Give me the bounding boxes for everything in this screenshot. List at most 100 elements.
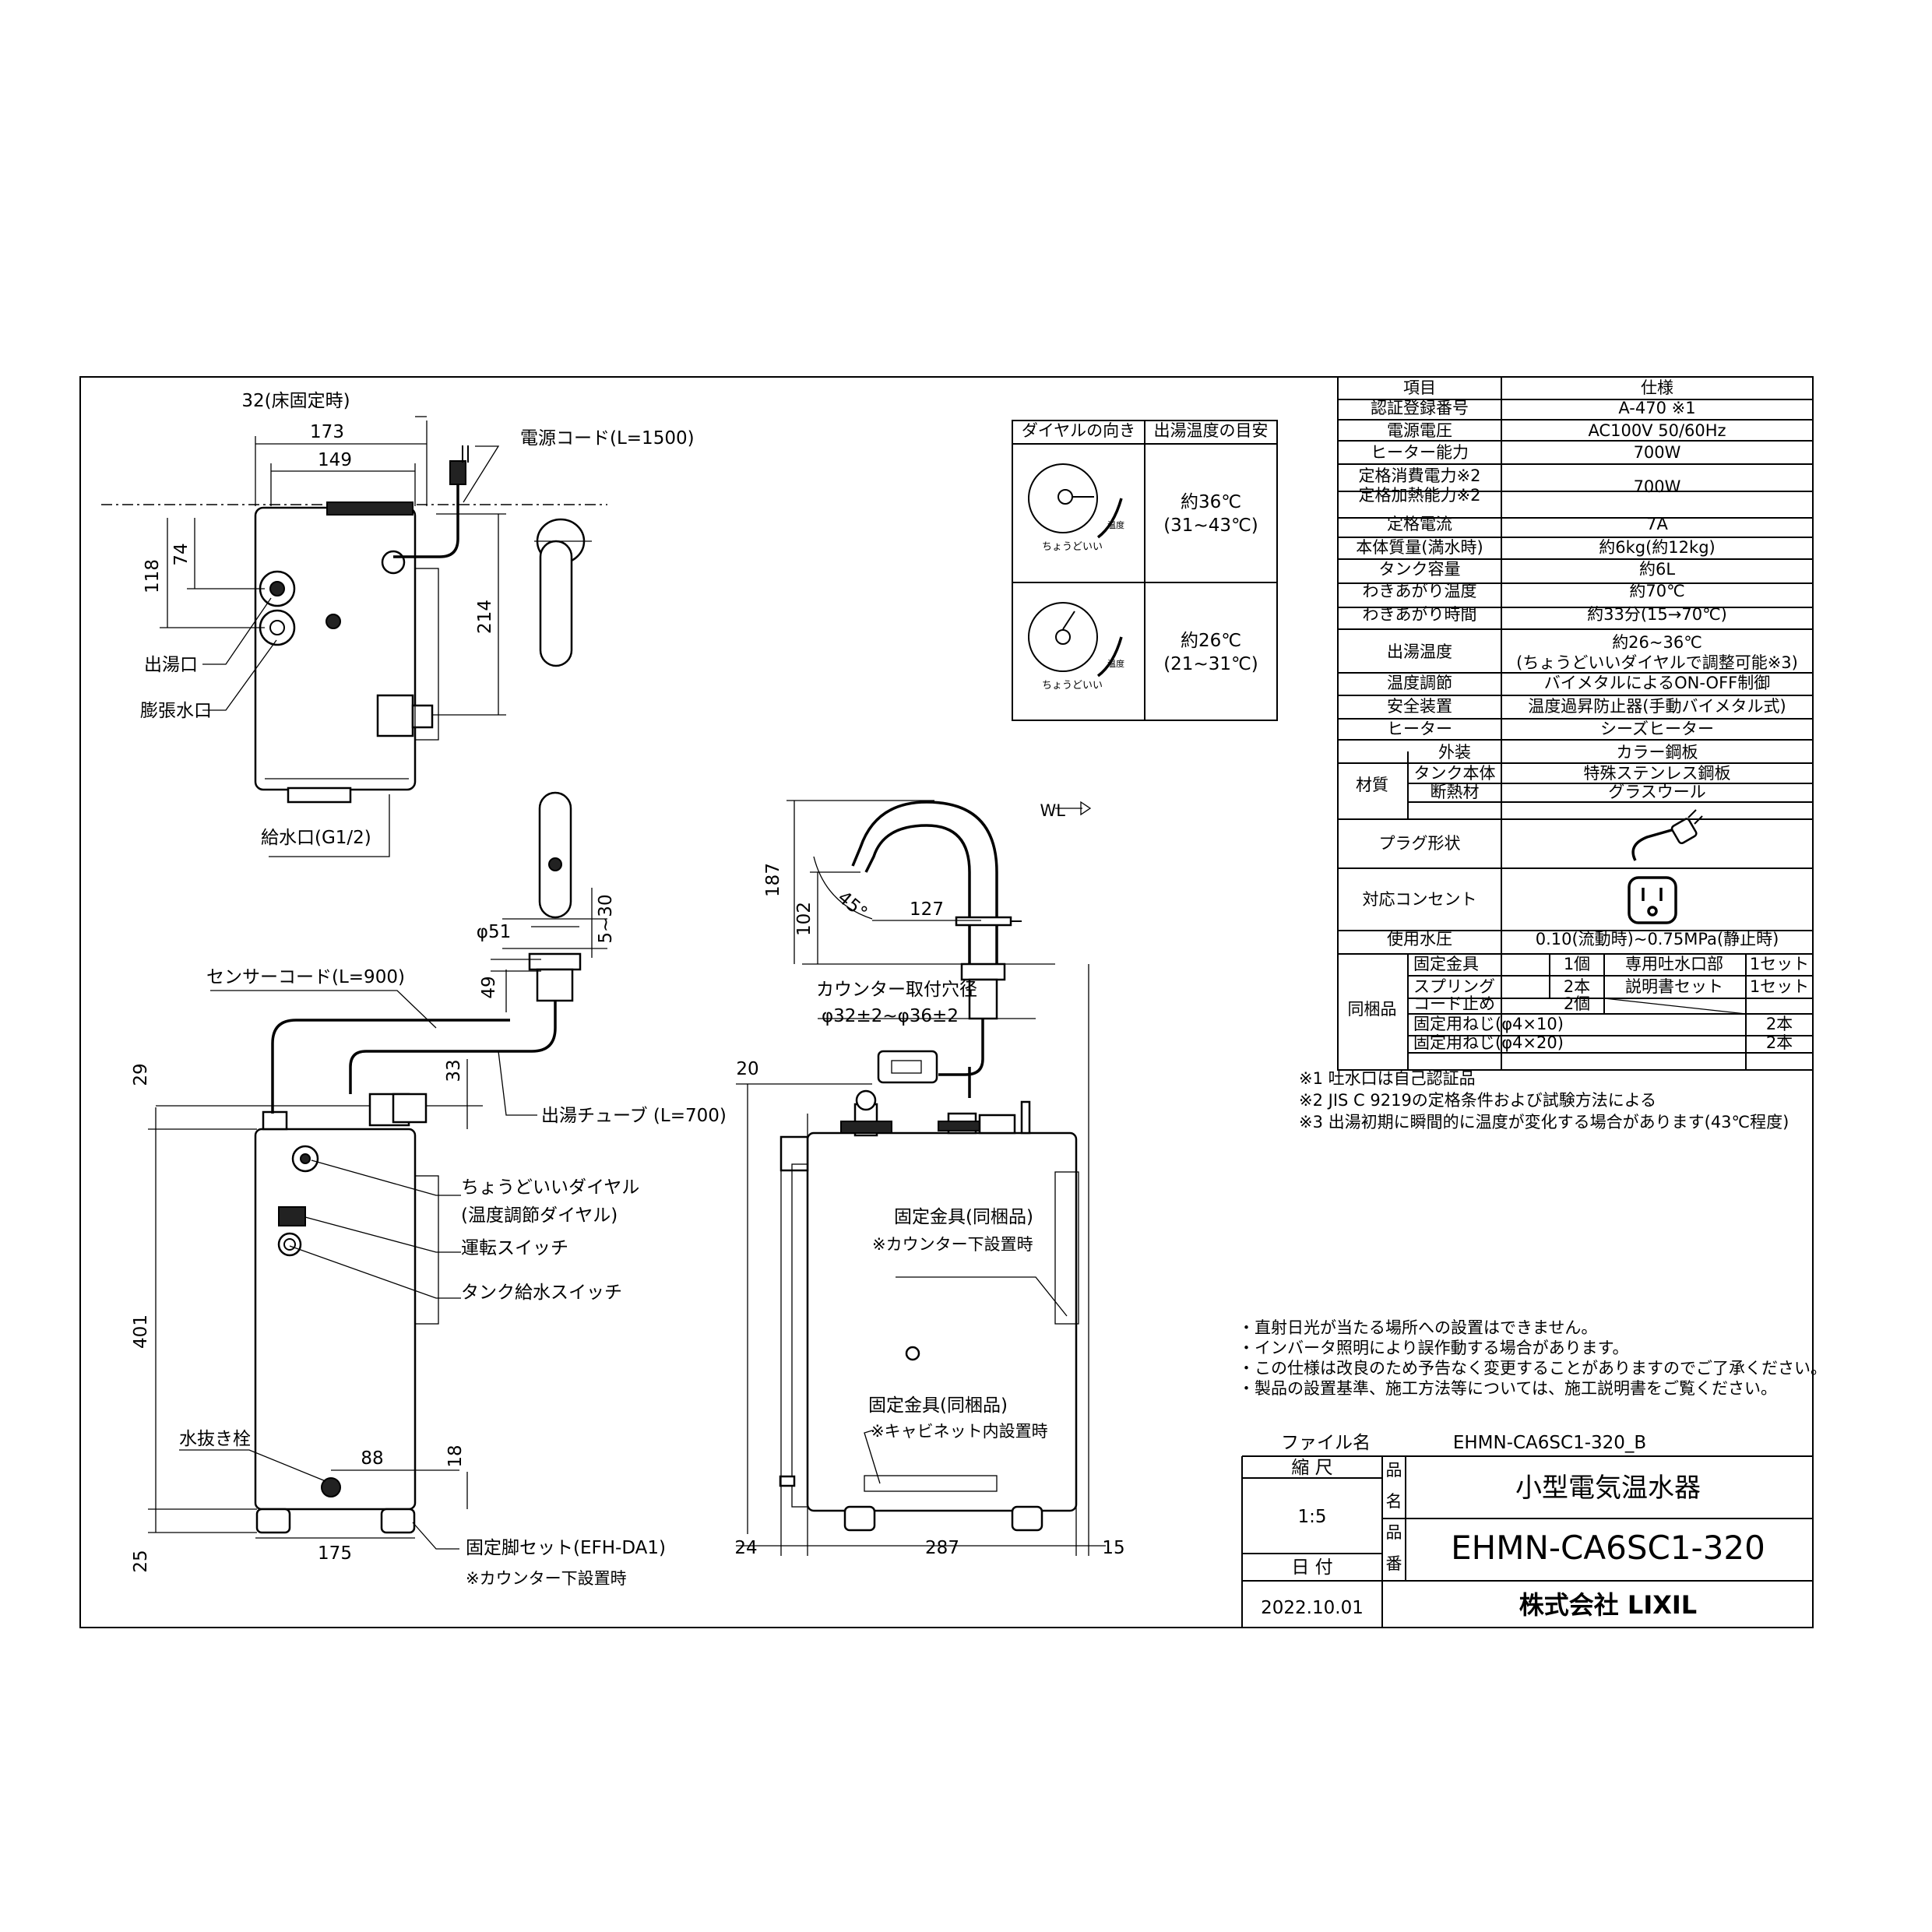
outlet-shape-icon — [1628, 876, 1677, 924]
label-counter-hole-2: φ32±2~φ36±2 — [822, 1006, 959, 1026]
foot-right — [380, 1508, 416, 1534]
material-item: タンク本体 — [1414, 764, 1496, 783]
spec-item: 本体質量(満水時) — [1356, 538, 1483, 557]
included-qty-2: 1セット — [1750, 955, 1809, 973]
tank-switch-icon — [277, 1232, 302, 1257]
cord-entry-icon — [381, 550, 406, 575]
dial-table — [1012, 420, 1278, 721]
included-item: 固定用ねじ(φ4×20) — [1413, 1033, 1564, 1052]
dim-49: 49 — [479, 976, 499, 998]
ban-char: 番 — [1386, 1554, 1402, 1573]
side-view — [736, 800, 1106, 1556]
dial-head-temp: 出湯温度の目安 — [1154, 421, 1269, 440]
date-value: 2022.10.01 — [1261, 1598, 1364, 1618]
cautions: ・直射日光が当たる場所への設置はできません。・インバータ照明により誤作動する場合… — [1238, 1318, 1827, 1398]
dim-127: 127 — [910, 899, 944, 920]
power-cord-line — [393, 483, 459, 558]
spec-head-spec: 仕様 — [1641, 378, 1673, 397]
included-qty-2: 2本 — [1766, 1015, 1793, 1033]
spec-item: ヒーター能力 — [1371, 443, 1469, 462]
material-value: グラスウール — [1608, 783, 1706, 801]
included-qty: 2本 — [1564, 977, 1590, 996]
dim-74: 74 — [171, 543, 192, 565]
unit-body-front — [254, 1128, 417, 1511]
included-qty-2: 1セット — [1750, 977, 1809, 996]
plug-icon — [449, 460, 466, 485]
dim-287: 287 — [925, 1538, 959, 1558]
spec-value: 温度過昇防止器(手動バイメタル式) — [1528, 697, 1786, 716]
dial-head-direction: ダイヤルの向き — [1022, 421, 1135, 440]
spec-item: 定格消費電力※2 — [1359, 466, 1481, 485]
caution-note: ・この仕様は改良のため予告なく変更することがありますのでご了承ください。 — [1238, 1359, 1827, 1378]
label-bracket-a-2: ※カウンター下設置時 — [872, 1235, 1033, 1254]
top-cap — [326, 501, 413, 516]
material-value: カラー鋼板 — [1617, 743, 1698, 762]
label-tank-switch: タンク給水スイッチ — [461, 1283, 622, 1303]
date-label: 日 付 — [1291, 1557, 1332, 1578]
included-item: スプリング — [1413, 977, 1495, 996]
spec-value: 約70℃ — [1629, 582, 1684, 600]
file-name-value: EHMN-CA6SC1-320_B — [1453, 1433, 1646, 1453]
scale-label: 縮 尺 — [1291, 1458, 1332, 1478]
dim-29: 29 — [131, 1063, 151, 1086]
sensor-cord-line — [271, 1019, 510, 1114]
hot-tube-line — [349, 1001, 557, 1094]
label-dial-1: ちょうどいいダイヤル — [461, 1177, 639, 1198]
bracket-a-plate — [1054, 1171, 1079, 1325]
dim-32: 32(床固定時) — [241, 391, 350, 411]
hin-char-2: 品 — [1386, 1523, 1402, 1542]
dim-20: 20 — [736, 1059, 758, 1079]
dial-icon-text-2: ちょうどいい — [1042, 680, 1103, 692]
dial-icon-2 — [1028, 602, 1098, 672]
spec-outlet-temp-1: 約26~36℃ — [1612, 633, 1702, 652]
spec-rows-2: 温度調節バイメタルによるON-OFF制御安全装置温度過昇防止器(手動バイメタル式… — [1387, 674, 1786, 738]
spec-value: 約6L — [1639, 560, 1675, 579]
label-sensor-cord: センサーコード(L=900) — [206, 967, 405, 987]
dim-33: 33 — [444, 1059, 464, 1082]
foot-left — [255, 1508, 291, 1534]
switch-icon — [326, 614, 341, 629]
spec-value: 700W — [1634, 443, 1681, 462]
spec-value: シーズヒーター — [1600, 720, 1714, 738]
included-item-2: 専用吐水口部 — [1625, 955, 1723, 973]
dim-45: 45° — [834, 888, 871, 924]
dial-icon-temp-1: 温度 — [1107, 519, 1124, 530]
spec-value: 約6kg(約12kg) — [1599, 538, 1715, 557]
dim-175: 175 — [318, 1543, 352, 1564]
faucet-gooseneck — [864, 824, 971, 964]
footnotes: ※1 吐水口は自己認証品※2 JIS C 9219の定格条件および試験方法による… — [1299, 1069, 1789, 1131]
label-run-switch: 運転スイッチ — [461, 1238, 568, 1258]
spec-item: わきあがり時間 — [1363, 605, 1477, 624]
front-view — [148, 791, 607, 1550]
included-item: 固定用ねじ(φ4×10) — [1413, 1015, 1564, 1033]
dim-24: 24 — [734, 1538, 757, 1558]
label-foot-set: 固定脚セット(EFH-DA1) — [466, 1538, 666, 1558]
spec-item: 電源電圧 — [1387, 421, 1452, 440]
scale-value: 1:5 — [1297, 1507, 1326, 1527]
label-expansion-port: 膨張水口 — [140, 701, 212, 721]
material-value: 特殊ステンレス鋼板 — [1584, 764, 1731, 783]
dim-149: 149 — [318, 450, 352, 470]
spec-item: 安全装置 — [1387, 697, 1452, 716]
included-item-2: 説明書セット — [1625, 977, 1723, 996]
material-item: 外装 — [1438, 743, 1471, 762]
supply-fitting — [376, 694, 414, 737]
dim-187: 187 — [763, 863, 783, 897]
included-item: コード止め — [1413, 994, 1495, 1013]
included-qty-2: 2本 — [1766, 1033, 1793, 1052]
expansion-port-icon — [259, 609, 296, 646]
product-name: 小型電気温水器 — [1515, 1473, 1701, 1504]
spec-value: バイメタルによるON-OFF制御 — [1544, 674, 1770, 692]
included-qty: 2個 — [1564, 994, 1590, 1013]
spec-item: わきあがり温度 — [1363, 582, 1477, 600]
dial-icon-1 — [1028, 463, 1098, 533]
spec-outlet-temp-item: 出湯温度 — [1387, 642, 1452, 661]
dim-173: 173 — [310, 422, 344, 442]
spec-material-rows: 外装カラー鋼板タンク本体特殊ステンレス鋼板断熱材グラスウール — [1414, 743, 1731, 801]
bracket-b-plate — [864, 1475, 998, 1492]
label-bracket-b-2: ※キャビネット内設置時 — [871, 1422, 1048, 1441]
spec-pressure-spec: 0.10(流動時)~0.75MPa(静止時) — [1536, 930, 1779, 948]
caution-note: ・製品の設置基準、施工方法等については、施工説明書をご覧ください。 — [1238, 1379, 1777, 1398]
